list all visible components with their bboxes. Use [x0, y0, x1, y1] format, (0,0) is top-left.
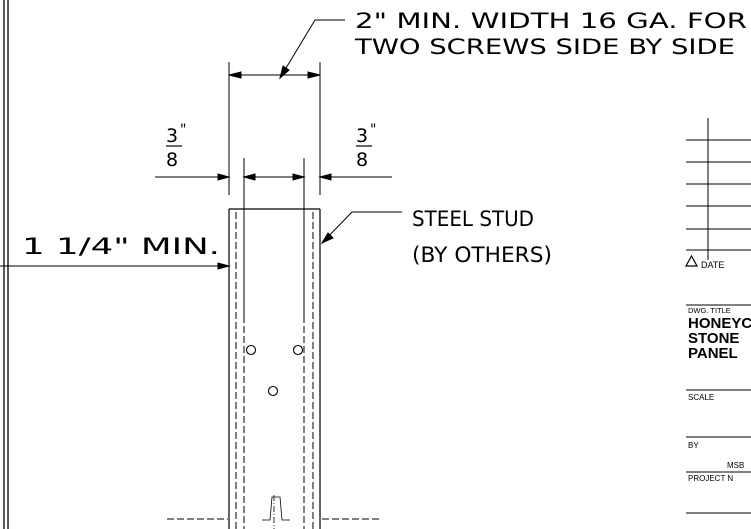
right-fraction-label: 3 " 8	[356, 122, 376, 171]
stud-note-leader	[320, 211, 402, 245]
left-fraction-numerator: 3	[166, 125, 178, 147]
title-line3: PANEL	[688, 345, 738, 362]
width-dimension	[228, 62, 321, 195]
screw-holes	[245, 344, 304, 397]
drawing-border	[3, 0, 9, 529]
left-fraction-label: 3 " 8	[166, 122, 186, 171]
title-block: DATE DWG. TITLE HONEYC STONE PANEL SCALE…	[684, 118, 751, 514]
revision-delta-icon	[684, 254, 699, 267]
width-note-line2: TWO SCREWS SIDE BY SIDE	[354, 35, 735, 59]
by-value: MSB	[727, 461, 744, 470]
stud-note-line2: (BY OTHERS)	[412, 243, 552, 267]
screw-hole	[267, 385, 279, 397]
right-fraction-denominator: 8	[356, 149, 368, 171]
right-fraction-numerator: 3	[356, 125, 368, 147]
min-flange-dimension	[0, 262, 231, 270]
stud-note-line1: STEEL STUD	[412, 207, 534, 231]
left-fraction-denominator: 8	[166, 149, 178, 171]
revision-table	[686, 118, 751, 260]
steel-stud	[228, 208, 321, 529]
title-line1: HONEYC	[688, 315, 751, 332]
center-line	[262, 495, 290, 529]
min-dimension-label: 1 1/4" MIN.	[22, 235, 220, 260]
by-label: BY	[688, 441, 699, 450]
offset-dimensions	[155, 158, 392, 320]
left-fraction-inch-mark: "	[180, 122, 186, 138]
date-label: DATE	[701, 260, 724, 270]
screw-hole	[245, 344, 257, 356]
dwg-title-label: DWG. TITLE	[688, 306, 731, 315]
right-fraction-inch-mark: "	[370, 122, 376, 138]
project-label: PROJECT N	[688, 474, 733, 483]
scale-label: SCALE	[688, 393, 714, 402]
title-line2: STONE	[688, 330, 739, 347]
width-note-leader	[279, 19, 345, 80]
screw-hole	[292, 344, 304, 356]
width-note-line1: 2" MIN. WIDTH 16 GA. FOR	[355, 9, 747, 33]
